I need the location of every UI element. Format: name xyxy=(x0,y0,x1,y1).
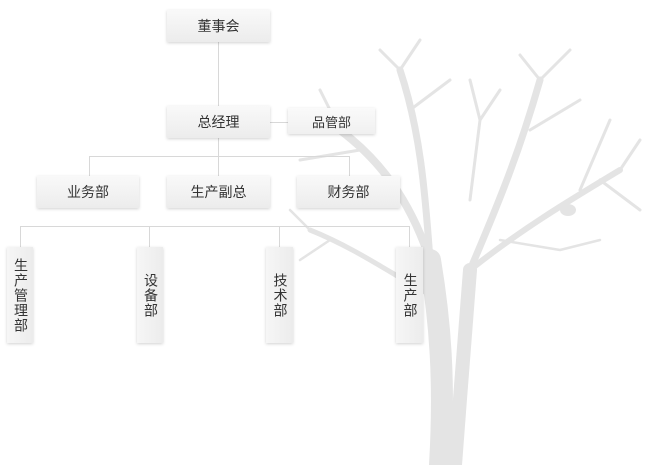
node-technology-dept: 技术部 xyxy=(266,247,293,343)
node-production-management-dept: 生产管理部 xyxy=(7,247,33,343)
connector-level3-left xyxy=(89,156,90,176)
connector-board-gm xyxy=(218,42,219,106)
node-production-dept: 生产部 xyxy=(396,247,423,343)
connector-level3-horizontal xyxy=(89,156,350,157)
connector-gm-quality xyxy=(270,122,288,123)
connector-gm-level3 xyxy=(218,138,219,176)
connector-level4-2 xyxy=(149,226,150,247)
node-finance-dept: 财务部 xyxy=(297,176,400,208)
connector-level4-4 xyxy=(409,226,410,247)
node-equipment-dept: 设备部 xyxy=(137,247,163,343)
connector-level3-right xyxy=(349,156,350,176)
node-business-dept: 业务部 xyxy=(37,176,139,208)
connector-level4-3 xyxy=(279,226,280,247)
node-production-vp: 生产副总 xyxy=(167,176,270,208)
node-board: 董事会 xyxy=(167,10,270,42)
connector-level4-horizontal xyxy=(20,226,410,227)
node-quality-dept: 品管部 xyxy=(288,108,375,134)
node-general-manager: 总经理 xyxy=(167,106,270,138)
connector-level4-1 xyxy=(20,226,21,247)
